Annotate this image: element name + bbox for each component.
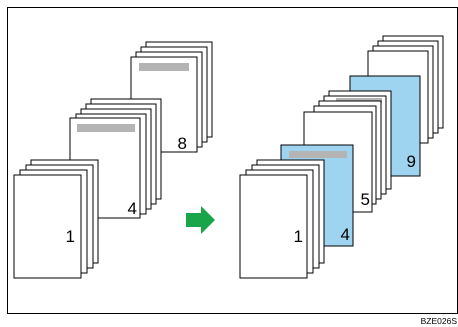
page-number-label: 9 — [407, 152, 416, 171]
page-number-label: 8 — [178, 134, 187, 153]
left-original-set: 8 4 1 — [13, 41, 213, 279]
page-number-label: 5 — [361, 190, 370, 209]
right-result-set: 9 5 4 1 — [239, 35, 444, 279]
page-number-label: 1 — [294, 227, 303, 246]
left-stack-front: 1 — [13, 159, 99, 279]
page-number-label: 4 — [341, 225, 350, 244]
header-bar — [289, 151, 347, 158]
page-number-label: 1 — [66, 227, 75, 246]
figure-code: BZE026S — [421, 316, 458, 326]
right-page-1 — [239, 174, 308, 279]
right-arrow-icon — [186, 206, 215, 234]
left-page-1 — [13, 174, 82, 279]
header-bar — [139, 63, 189, 71]
page-number-label: 4 — [128, 199, 137, 218]
header-bar — [77, 124, 135, 132]
right-stack-front: 1 — [239, 159, 325, 279]
